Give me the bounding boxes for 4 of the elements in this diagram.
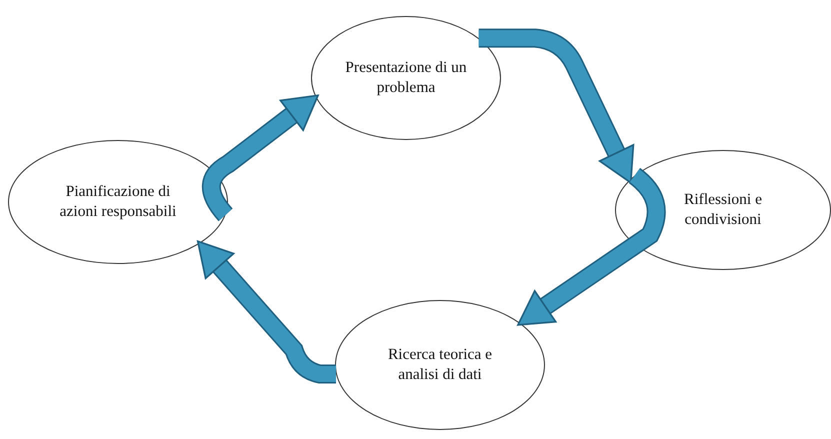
node-label: Riflessioni e condivisioni [683, 190, 763, 230]
node-label: Ricerca teorica e analisi di dati [386, 344, 494, 385]
node-label: Pianificazione di azioni responsabili [58, 182, 178, 222]
node-label: Presentazione di un problema [344, 58, 468, 98]
